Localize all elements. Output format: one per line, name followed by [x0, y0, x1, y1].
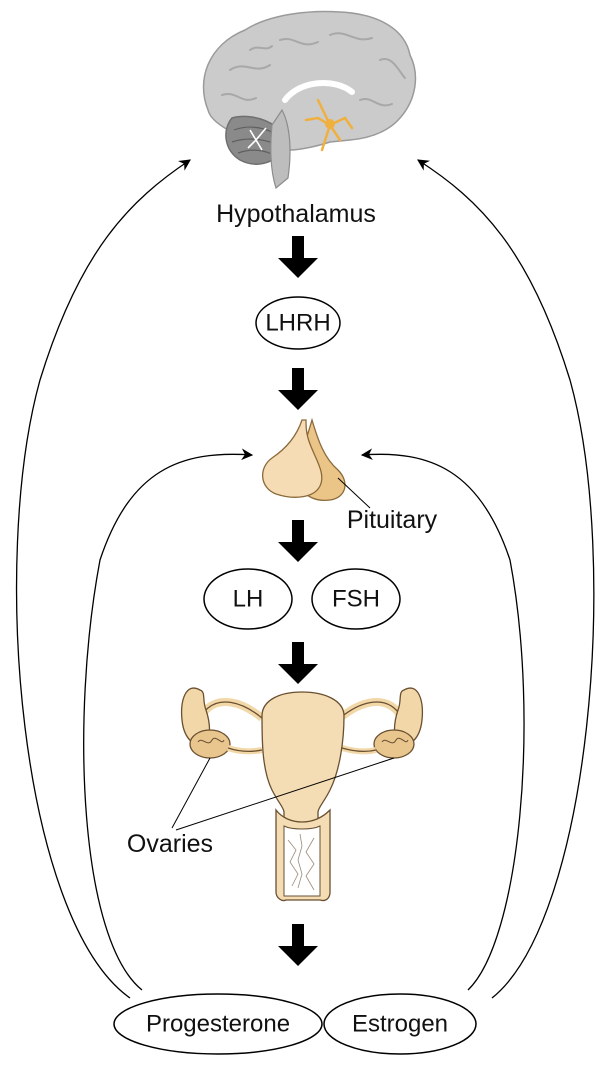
left-ovary: [189, 729, 231, 759]
estrogen-label: Estrogen: [352, 1011, 448, 1038]
lhrh-bubble: LHRH: [255, 296, 341, 350]
right-ovary: [373, 729, 415, 759]
brain-illustration: [202, 10, 417, 190]
progesterone-label: Progesterone: [146, 1011, 290, 1038]
progesterone-bubble: Progesterone: [113, 993, 323, 1055]
feedback-progesterone-to-pituitary: [83, 448, 254, 991]
thick-arrow-2: [278, 368, 318, 410]
fsh-label: FSH: [332, 586, 380, 613]
feedback-arrows: [15, 159, 595, 999]
ovaries-label: Ovaries: [127, 830, 213, 858]
feedback-progesterone-to-hypothalamus: [15, 159, 191, 999]
fsh-bubble: FSH: [311, 568, 401, 630]
uterus-body: [261, 691, 345, 831]
lhrh-label: LHRH: [265, 310, 330, 337]
pituitary-gland-illustration: [262, 417, 346, 502]
thick-arrow-4: [278, 642, 318, 684]
pituitary-label: Pituitary: [347, 506, 438, 534]
thick-arrow-3: [278, 520, 318, 562]
feedback-estrogen-to-pituitary: [360, 448, 525, 991]
brainstem: [270, 108, 291, 190]
lh-label: LH: [233, 586, 264, 613]
thick-arrow-1: [278, 236, 318, 278]
estrogen-bubble: Estrogen: [323, 993, 477, 1055]
thick-arrow-5: [278, 924, 318, 966]
uterus-ovaries-illustration: [180, 687, 424, 902]
feedback-estrogen-to-hypothalamus: [417, 159, 595, 999]
hypothalamus-label: Hypothalamus: [216, 200, 376, 228]
lh-bubble: LH: [203, 568, 293, 630]
